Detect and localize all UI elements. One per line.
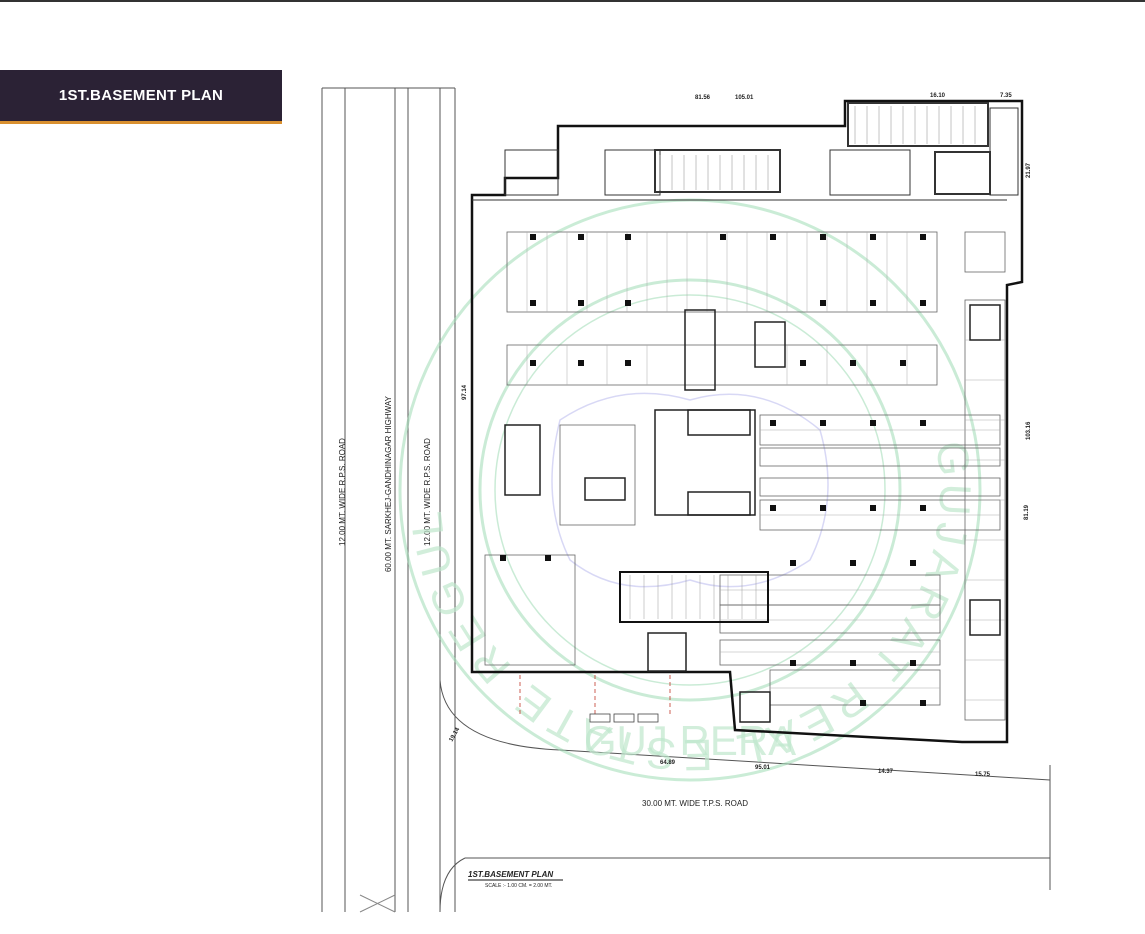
left-road-lines — [321, 87, 456, 913]
core-blocks — [504, 304, 1001, 723]
dim-bottom-2: 95.01 — [755, 765, 771, 771]
dim-bottom-1: 64.89 — [660, 760, 676, 766]
dim-left-side: 97.14 — [462, 384, 468, 400]
road-label-left-2: 12.00 MT. WIDE R.P.S. ROAD — [423, 438, 432, 546]
banner-title: 1ST.BASEMENT PLAN — [58, 87, 224, 104]
road-label-bottom: 30.00 MT. WIDE T.P.S. ROAD — [642, 799, 748, 808]
dim-right-1: 21.97 — [1026, 162, 1032, 178]
rera-watermark — [398, 198, 982, 782]
road-label-left-1: 12.00 MT. WIDE R.P.S. ROAD — [338, 438, 347, 546]
road-label-highway: 60.00 MT. SARKHEJ-GANDHINAGAR HIGHWAY — [384, 395, 393, 572]
dim-bottom-left: 19.14 — [449, 726, 462, 743]
dim-top-4: 7.35 — [1000, 93, 1012, 99]
plan-title-banner: 1ST.BASEMENT PLAN — [0, 70, 282, 124]
bottom-road-curves — [439, 679, 1051, 913]
site-boundary-outline — [470, 99, 1024, 744]
central-ramp-hatch — [629, 575, 757, 619]
top-service-block — [472, 102, 1019, 201]
dim-right-3: 81.19 — [1024, 504, 1030, 520]
ramp-hatch-top — [659, 106, 976, 190]
parking-stall-lines — [526, 232, 1005, 701]
dim-bottom-3: 14.37 — [878, 769, 894, 775]
dim-right-2: 103.16 — [1026, 421, 1032, 440]
dim-top-3: 16.10 — [930, 93, 946, 99]
dim-bottom-4: 15.75 — [975, 772, 991, 778]
plan-caption-scale: SCALE :- 1.00 CM. = 2.00 MT. — [485, 883, 552, 889]
top-border-line — [0, 0, 1145, 2]
dim-top-1: 81.56 — [695, 95, 711, 101]
watermark-center-text: GUJ RERA — [584, 717, 796, 764]
structural-columns — [500, 234, 926, 706]
watermark-ring-text: GUJARAT REAL ESTATE REGULATORY AUTHORITY — [0, 0, 974, 779]
central-ramp — [619, 571, 769, 623]
dim-top-2: 105.01 — [735, 95, 754, 101]
legend-boxes — [589, 713, 659, 723]
plan-caption-title: 1ST.BASEMENT PLAN — [468, 870, 553, 879]
